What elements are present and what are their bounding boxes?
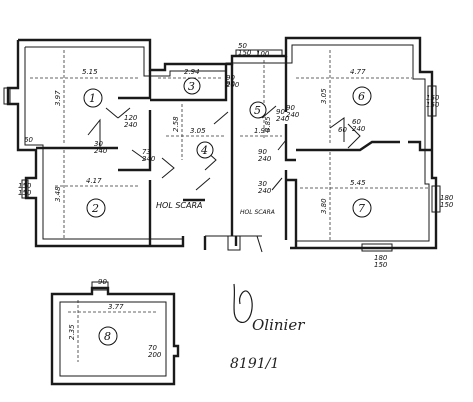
interior-walls bbox=[36, 56, 432, 250]
hol-scara-label: HOL SCARA bbox=[156, 201, 202, 210]
door-swings bbox=[87, 105, 361, 191]
room-7-width: 5.45 bbox=[350, 179, 366, 187]
room-4-height: 2.58 bbox=[172, 116, 180, 132]
small-label-60b: 60 bbox=[338, 126, 347, 134]
room-3-number: 3 bbox=[188, 80, 195, 93]
small-label-100: 100 bbox=[256, 50, 270, 58]
small-label-60: 60 bbox=[24, 136, 33, 144]
room-2-number: 2 bbox=[91, 202, 99, 215]
handwritten-notes: Olinier 8191/1 bbox=[230, 283, 305, 372]
room-5-number: 5 bbox=[254, 104, 261, 117]
room-4-width: 3.05 bbox=[190, 127, 206, 135]
room-7-number: 7 bbox=[358, 202, 365, 215]
room-numbers: 1 2 3 4 5 6 7 8 bbox=[83, 77, 372, 346]
room-6-width: 4.77 bbox=[350, 68, 366, 76]
windows bbox=[3, 49, 441, 253]
room-1-height: 3.97 bbox=[54, 90, 62, 106]
room-1-width: 5.15 bbox=[82, 68, 98, 76]
room-7-height: 3.80 bbox=[320, 198, 328, 214]
room-5-width: 1.94 bbox=[254, 127, 270, 135]
outer-walls bbox=[6, 36, 438, 250]
signature: Olinier bbox=[252, 316, 305, 334]
room-8-width: 3.77 bbox=[108, 303, 124, 311]
room-6-number: 6 bbox=[358, 90, 365, 103]
room-1-number: 1 bbox=[89, 92, 96, 105]
hol-scara-label-2: HOL SCARA bbox=[240, 209, 275, 216]
room-8-number: 8 bbox=[104, 330, 111, 343]
dimension-texts: 5.15 3.97 4.17 3.48 2.94 3.05 2.58 1.94 … bbox=[54, 68, 366, 340]
room-4-number: 4 bbox=[200, 144, 208, 157]
room-6-height: 3.05 bbox=[320, 88, 328, 104]
small-label-90: 90 bbox=[226, 80, 235, 88]
room-2-height: 3.48 bbox=[54, 186, 62, 202]
room-5-height: 3.85 bbox=[264, 116, 272, 132]
room-8-height: 2.35 bbox=[68, 324, 76, 340]
room-2-width: 4.17 bbox=[86, 177, 102, 185]
room-8-outline bbox=[50, 281, 180, 386]
room-3-width: 2.94 bbox=[184, 68, 200, 76]
document-number: 8191/1 bbox=[230, 356, 279, 372]
